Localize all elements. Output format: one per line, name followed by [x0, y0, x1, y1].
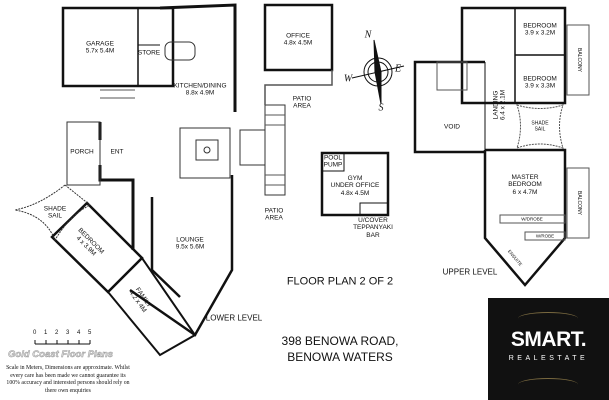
room-name: OFFICE [286, 32, 310, 40]
compass-rose [351, 39, 405, 105]
room-dims: 4.8x 4.5M [283, 40, 313, 47]
floor-plan-title: FLOOR PLAN 2 OF 2 [286, 275, 394, 288]
scale-tick: 4 [77, 330, 81, 336]
label: TEPPANYAKI [353, 224, 393, 232]
room-name: UNDER OFFICE [330, 182, 380, 190]
room-name: LOUNGE [176, 236, 204, 244]
address-line-2: BENOWA WATERS [287, 349, 393, 364]
room-name: BEDROOM [523, 75, 557, 83]
address-line-1: 398 BENOWA ROAD, [281, 334, 399, 348]
compass-s: S [378, 102, 384, 114]
label: BAR [366, 231, 380, 239]
logo-brand: SMART. [510, 328, 587, 351]
room-name: VOID [444, 123, 460, 131]
label: SHADE [531, 120, 549, 127]
room-name: PORCH [70, 148, 94, 156]
label: AREA [265, 215, 283, 222]
ornament-icon [518, 312, 578, 325]
scale-tick: 2 [55, 330, 59, 336]
room-dims: 4.8x 4.5M [340, 189, 370, 197]
label: PUMP [323, 162, 343, 169]
logo-subtitle: REALESTATE [508, 355, 589, 362]
room-store: STORE [138, 49, 160, 56]
room-name: GARAGE [86, 40, 114, 48]
room-name: BEDROOM [508, 181, 542, 189]
scale-tick: 5 [88, 330, 92, 336]
room-dims: 9.5x 5.6M [175, 244, 205, 251]
disclaimer: Scale in Meters, Dimensions are approxim… [6, 365, 130, 394]
scale-tick: 0 [33, 330, 37, 336]
label: PATIO [264, 207, 284, 215]
room-dims: 6.4 x 2.1M [500, 89, 507, 121]
compass-w: W [343, 73, 353, 85]
room-dims: 3.9 x 3.3M [524, 83, 556, 90]
label: U/COVER [358, 216, 388, 224]
label: PATIO [292, 95, 312, 103]
wrobe-1: W/DROBE [521, 216, 543, 222]
room-name: KITCHEN/DINING [173, 82, 227, 90]
room-name: BEDROOM [523, 22, 557, 30]
room-dims: 6 x 4.7M [512, 188, 538, 196]
room-name: MASTER [511, 173, 539, 181]
room-dims: 8.8x 4.9M [185, 90, 215, 97]
room-dims: 5.7x 5.4M [85, 48, 115, 55]
room-name: LANDING [492, 90, 500, 120]
label: SAIL [534, 126, 546, 132]
room-ent: ENT [111, 148, 124, 155]
lower-level-details [14, 41, 286, 242]
balcony-2: BALCONY [575, 191, 582, 215]
wrobe-2: W/ROBE [535, 233, 555, 239]
office-and-gym [263, 3, 390, 217]
upper-level-label: UPPER LEVEL [442, 267, 498, 277]
lower-level-label: LOWER LEVEL [205, 313, 263, 323]
scale-tick: 3 [66, 330, 70, 336]
upper-level-details [436, 24, 590, 241]
room-name: GYM [347, 174, 363, 182]
floor-plan-brand: Gold Coast Floor Plans [8, 349, 114, 361]
room-porch: PORCH [70, 148, 93, 155]
room-name: ENT [110, 148, 124, 156]
balcony-1: BALCONY [575, 48, 582, 72]
ornament-icon [518, 378, 578, 391]
room-void: VOID [444, 123, 460, 130]
label: SAIL [47, 213, 63, 220]
room-dims: 3.9 x 3.2M [524, 30, 556, 37]
upper-level-walls [413, 6, 567, 287]
scale-bar [34, 340, 91, 345]
label: AREA [293, 103, 311, 110]
room-name: STORE [137, 49, 161, 57]
compass-e: E [394, 63, 402, 75]
label: SHADE [43, 205, 67, 213]
label: POOL [323, 154, 343, 162]
agency-logo: SMART. REALESTATE [488, 298, 609, 400]
property-address: 398 BENOWA ROAD, BENOWA WATERS [282, 334, 399, 365]
compass-n: N [364, 29, 372, 41]
scale-tick: 1 [44, 330, 48, 336]
